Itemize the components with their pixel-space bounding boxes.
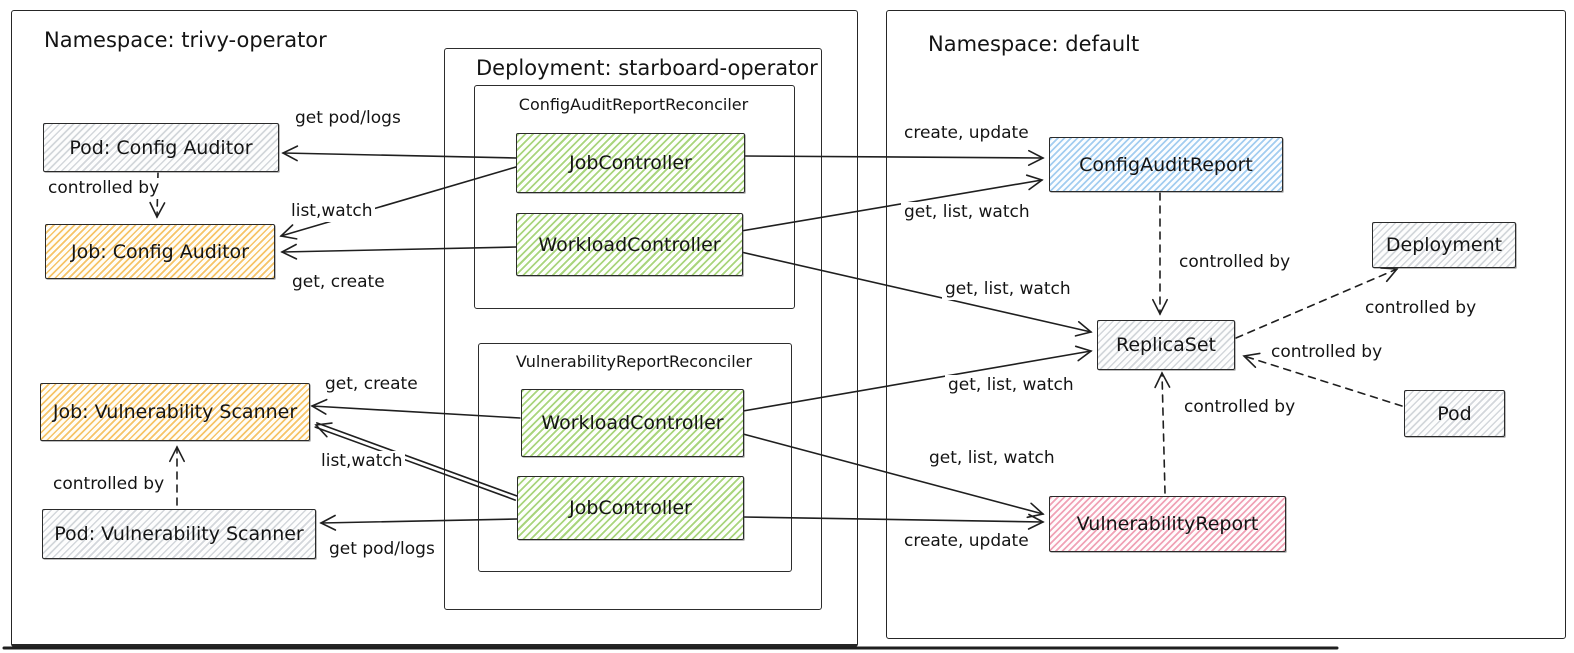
node-config-audit-report: ConfigAuditReport — [1049, 137, 1283, 192]
node-job-controller-vuln: JobController — [517, 476, 744, 540]
node-deployment: Deployment — [1372, 222, 1516, 268]
edge-label-create-update-config-report: create, update — [901, 123, 1032, 144]
config-audit-report-reconciler-box — [474, 85, 795, 309]
edge-vulnerability-report-controlled-by-replicaset — [1154, 371, 1171, 494]
node-pod-config-auditor: Pod: Config Auditor — [43, 123, 279, 172]
node-label: WorkloadController — [538, 233, 721, 256]
node-label: Job: Config Auditor — [71, 240, 249, 263]
edge-label-get-pod-logs-bottom: get pod/logs — [326, 539, 438, 560]
edge-workloadctrl-vuln-to-job-vuln-scanner — [310, 398, 521, 419]
node-job-vulnerability-scanner: Job: Vulnerability Scanner — [40, 383, 310, 441]
node-label: Pod — [1437, 402, 1472, 425]
deployment-box-title: Deployment: starboard-operator — [476, 56, 818, 80]
edge-label-controlled-by-vuln-report: controlled by — [1181, 397, 1299, 418]
edge-jobctrl-cfg-to-config-audit-report — [743, 149, 1045, 166]
node-workload-controller-config: WorkloadController — [516, 213, 743, 276]
edge-label-controlled-by-config-auditor: controlled by — [45, 178, 163, 199]
edge-workloadctrl-cfg-to-config-audit-report — [740, 174, 1044, 232]
namespace-right-title: Namespace: default — [928, 32, 1140, 56]
edge-jobctrl-cfg-to-job-config-auditor — [279, 166, 517, 240]
vulnerability-report-reconciler-title: VulnerabilityReportReconciler — [515, 352, 753, 371]
edge-jobctrl-vuln-to-pod-vuln-scanner — [319, 514, 518, 531]
node-label: VulnerabilityReport — [1076, 513, 1259, 535]
edge-label-get-create-vuln: get, create — [322, 374, 421, 395]
edge-workloadctrl-cfg-to-job-config-auditor — [280, 243, 517, 260]
edge-label-controlled-by-vuln-scanner: controlled by — [50, 474, 168, 495]
edge-config-audit-report-controlled-by-replicaset — [1152, 192, 1168, 316]
node-label: Pod: Vulnerability Scanner — [54, 523, 304, 545]
node-pod: Pod — [1404, 390, 1505, 437]
edge-label-get-list-watch-vuln-replicaset: get, list, watch — [945, 375, 1077, 396]
node-label: JobController — [569, 152, 692, 174]
edge-label-controlled-by-pod: controlled by — [1268, 342, 1386, 363]
edge-label-controlled-by-config-report: controlled by — [1176, 252, 1294, 273]
edge-label-get-list-watch-vuln-report: get, list, watch — [926, 448, 1058, 469]
edge-label-get-list-watch-config-report: get, list, watch — [901, 202, 1033, 223]
edge-pod-controlled-by-replicaset — [1242, 352, 1403, 407]
edge-label-controlled-by-deployment: controlled by — [1362, 298, 1480, 319]
edge-jobctrl-vuln-to-vulnerability-report — [742, 513, 1045, 530]
node-workload-controller-vuln: WorkloadController — [521, 389, 744, 457]
node-label: WorkloadController — [541, 412, 724, 434]
edge-label-list-watch-vuln: list,watch — [318, 451, 406, 472]
edge-label-get-create-config: get, create — [289, 272, 388, 293]
config-audit-report-reconciler-title: ConfigAuditReportReconciler — [518, 95, 749, 114]
edge-workloadctrl-vuln-to-replicaset — [742, 345, 1093, 412]
deployment-starboard-operator-box — [444, 48, 822, 610]
node-label: ReplicaSet — [1116, 334, 1216, 356]
node-job-config-auditor: Job: Config Auditor — [45, 224, 275, 279]
edge-label-get-pod-logs-top: get pod/logs — [292, 108, 404, 129]
node-job-controller-config: JobController — [516, 133, 745, 193]
edge-workloadctrl-cfg-to-replicaset — [740, 251, 1093, 337]
edge-label-get-list-watch-config-replicaset: get, list, watch — [942, 279, 1074, 300]
node-vulnerability-report: VulnerabilityReport — [1049, 496, 1286, 552]
namespace-box-trivy-operator — [11, 10, 858, 647]
node-label: Deployment — [1385, 234, 1503, 256]
node-pod-vulnerability-scanner: Pod: Vulnerability Scanner — [42, 509, 316, 559]
node-label: Job: Vulnerability Scanner — [52, 401, 298, 423]
vulnerability-report-reconciler-box — [478, 343, 792, 572]
edge-jobctrl-vuln-to-job-vuln-scanner — [314, 422, 518, 501]
edge-replicaset-controlled-by-deployment — [1235, 267, 1399, 339]
edge-workloadctrl-vuln-to-vulnerability-report — [742, 433, 1045, 519]
node-label: ConfigAuditReport — [1079, 153, 1253, 176]
namespace-box-default — [886, 10, 1566, 639]
node-label: JobController — [569, 497, 692, 519]
namespace-left-title: Namespace: trivy-operator — [44, 28, 327, 52]
node-label: Pod: Config Auditor — [69, 136, 253, 159]
edge-jobctrl-cfg-to-pod-config-auditor — [281, 145, 517, 162]
node-replicaset: ReplicaSet — [1097, 320, 1235, 370]
edge-label-list-watch-config: list,watch — [288, 201, 376, 222]
edge-label-create-update-vuln-report: create, update — [901, 531, 1032, 552]
edge-pod-vuln-scanner-controlled-by-job — [169, 445, 185, 506]
